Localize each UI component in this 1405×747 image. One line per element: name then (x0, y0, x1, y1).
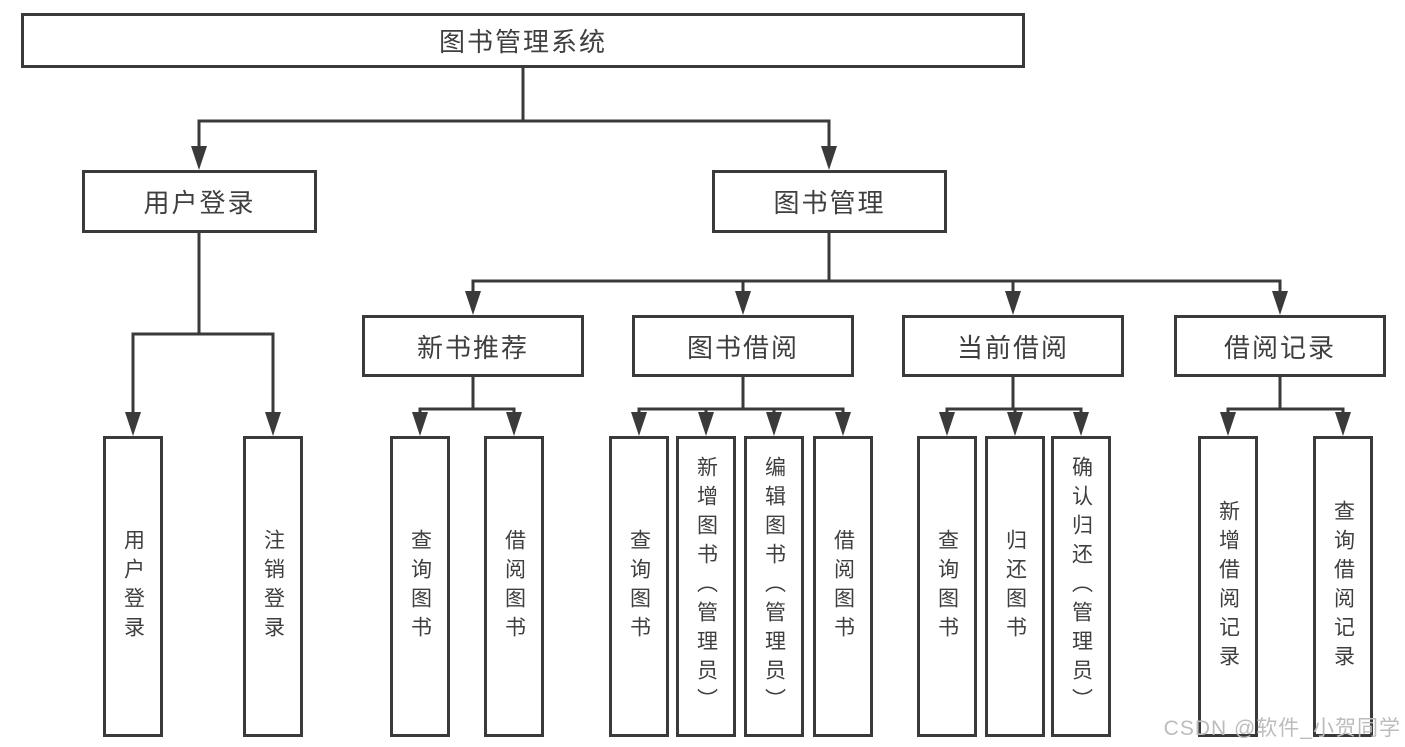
leaf-label: 查询图书 (935, 528, 959, 645)
leaf-borrow-books: 借阅图书 (813, 436, 873, 737)
leaf-query-books-borrow: 查询图书 (609, 436, 669, 737)
node-root-label: 图书管理系统 (438, 27, 607, 57)
leaf-user-login: 用户登录 (103, 436, 163, 737)
node-book-borrow: 图书借阅 (632, 315, 854, 377)
node-borrow-records: 借阅记录 (1174, 315, 1386, 377)
leaf-label: 查询图书 (408, 528, 432, 645)
node-current-borrow-label: 当前借阅 (956, 332, 1069, 363)
leaf-borrow-books-recommend: 借阅图书 (484, 436, 544, 737)
leaf-label: 借阅图书 (831, 528, 855, 645)
leaf-query-books-current: 查询图书 (917, 436, 977, 737)
node-current-borrow: 当前借阅 (902, 315, 1124, 377)
leaf-label: 用户登录 (121, 528, 145, 645)
node-root: 图书管理系统 (21, 13, 1025, 68)
leaf-add-book-admin: 新增图书（管理员） (676, 436, 736, 737)
node-book-management-label: 图书管理 (773, 188, 886, 218)
leaf-query-borrow-record: 查询借阅记录 (1313, 436, 1373, 737)
node-user-login-label: 用户登录 (143, 188, 256, 218)
node-new-book-recommend: 新书推荐 (362, 315, 584, 377)
leaf-add-borrow-record: 新增借阅记录 (1198, 436, 1258, 737)
leaf-label: 注销登录 (261, 528, 285, 645)
leaf-label: 编辑图书（管理员） (762, 456, 786, 717)
leaf-confirm-return-admin: 确认归还（管理员） (1051, 436, 1111, 737)
node-user-login: 用户登录 (82, 170, 317, 233)
leaf-edit-book-admin: 编辑图书（管理员） (744, 436, 804, 737)
leaf-label: 确认归还（管理员） (1069, 456, 1093, 717)
node-new-book-recommend-label: 新书推荐 (416, 332, 529, 363)
node-book-borrow-label: 图书借阅 (686, 332, 799, 363)
leaf-label: 新增借阅记录 (1216, 499, 1240, 674)
node-borrow-records-label: 借阅记录 (1223, 332, 1336, 363)
watermark: CSDN @软件_小贺同学 (1163, 717, 1401, 740)
leaf-query-books-recommend: 查询图书 (390, 436, 450, 737)
node-book-management: 图书管理 (712, 170, 947, 233)
arrowheads (125, 146, 1351, 436)
leaf-label: 查询借阅记录 (1331, 499, 1355, 674)
leaf-logout: 注销登录 (243, 436, 303, 737)
leaf-label: 查询图书 (627, 528, 651, 645)
leaf-label: 借阅图书 (502, 528, 526, 645)
leaf-label: 归还图书 (1003, 528, 1027, 645)
leaf-label: 新增图书（管理员） (694, 456, 718, 717)
leaf-return-books: 归还图书 (985, 436, 1045, 737)
